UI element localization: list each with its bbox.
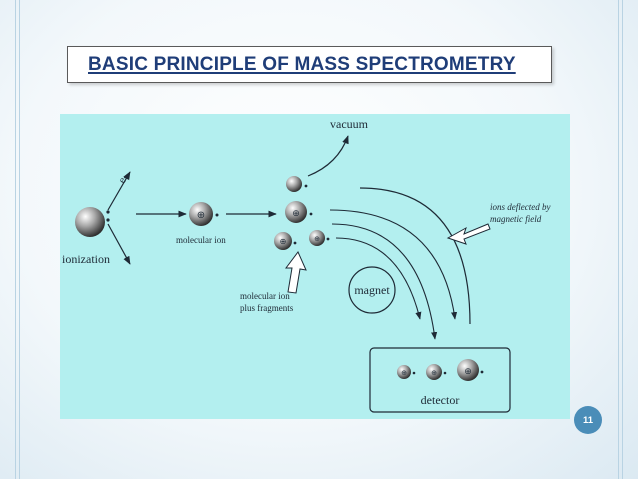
left-border-line-inner	[19, 0, 20, 479]
right-border-line-inner	[618, 0, 619, 479]
deflected-label-line1: ions deflected by	[490, 202, 550, 212]
magnetic-field-arc	[359, 187, 471, 325]
detector-label: detector	[421, 393, 460, 407]
detector-ion-1	[397, 365, 411, 379]
electron-dot	[106, 210, 110, 214]
diagram-svg: e- ionization ⊕ molecular ion ⊕ ⊕ ⊕ vacu…	[60, 114, 570, 419]
molecular-ion-dot	[215, 213, 219, 217]
detector-ion-3	[457, 359, 479, 381]
slide-title: BASIC PRINCIPLE OF MASS SPECTROMETRY	[88, 53, 516, 75]
electron-dot-2	[106, 218, 110, 222]
deflected-label-line2: magnetic field	[490, 214, 542, 224]
fragment-top-dot	[304, 184, 308, 188]
fragments-hollow-arrow	[285, 251, 307, 294]
slide-title-box: BASIC PRINCIPLE OF MASS SPECTROMETRY	[67, 46, 552, 83]
molecular-ion-ball	[189, 202, 213, 226]
detector-ion-1-charge: ⊕	[401, 369, 407, 377]
molecular-ion-charge: ⊕	[197, 210, 205, 221]
fragment-right-charge: ⊕	[314, 235, 320, 243]
fragments-label-line2: plus fragments	[240, 303, 294, 313]
left-border-line	[15, 0, 16, 479]
fragment-right-ball	[309, 230, 325, 246]
detector-box	[369, 347, 511, 413]
fragment-left-charge: ⊕	[280, 237, 287, 246]
neutral-molecule-ball	[75, 207, 105, 237]
deflection-hollow-arrow	[446, 223, 491, 245]
detector-ion-2	[426, 364, 442, 380]
ionization-label: ionization	[62, 252, 110, 266]
detector-ion-1-dot	[412, 371, 416, 375]
fragment-right-dot	[326, 237, 330, 241]
fragment-top-ball	[286, 176, 302, 192]
page-number: 11	[582, 414, 594, 426]
vacuum-arrow	[307, 135, 349, 177]
detector-ion-3-dot	[480, 370, 484, 374]
fragment-left-dot	[293, 241, 297, 245]
right-border-line	[622, 0, 623, 479]
page-number-badge: 11	[574, 406, 602, 434]
mass-spectrometry-diagram: e- ionization ⊕ molecular ion ⊕ ⊕ ⊕ vacu…	[60, 114, 570, 419]
vacuum-label: vacuum	[330, 117, 369, 131]
fragment-main-ball	[285, 201, 307, 223]
ionization-arrow-down	[107, 223, 131, 265]
deflection-middle-curve	[331, 223, 438, 340]
magnet-circle	[348, 266, 396, 314]
diagram-background	[60, 114, 570, 419]
magnet-label: magnet	[354, 283, 390, 297]
fragment-left-ball	[274, 232, 292, 250]
deflection-inner-curve	[335, 237, 422, 320]
fragments-label-line1: molecular ion	[240, 291, 290, 301]
detector-ion-3-charge: ⊕	[464, 366, 472, 376]
fragment-main-charge: ⊕	[292, 208, 300, 218]
electron-arrow	[107, 171, 131, 211]
detector-ion-2-dot	[443, 371, 447, 375]
fragment-main-dot	[309, 212, 313, 216]
detector-ion-2-charge: ⊕	[431, 369, 437, 377]
deflection-outer-curve	[329, 209, 458, 320]
molecular-ion-label: molecular ion	[176, 235, 226, 245]
